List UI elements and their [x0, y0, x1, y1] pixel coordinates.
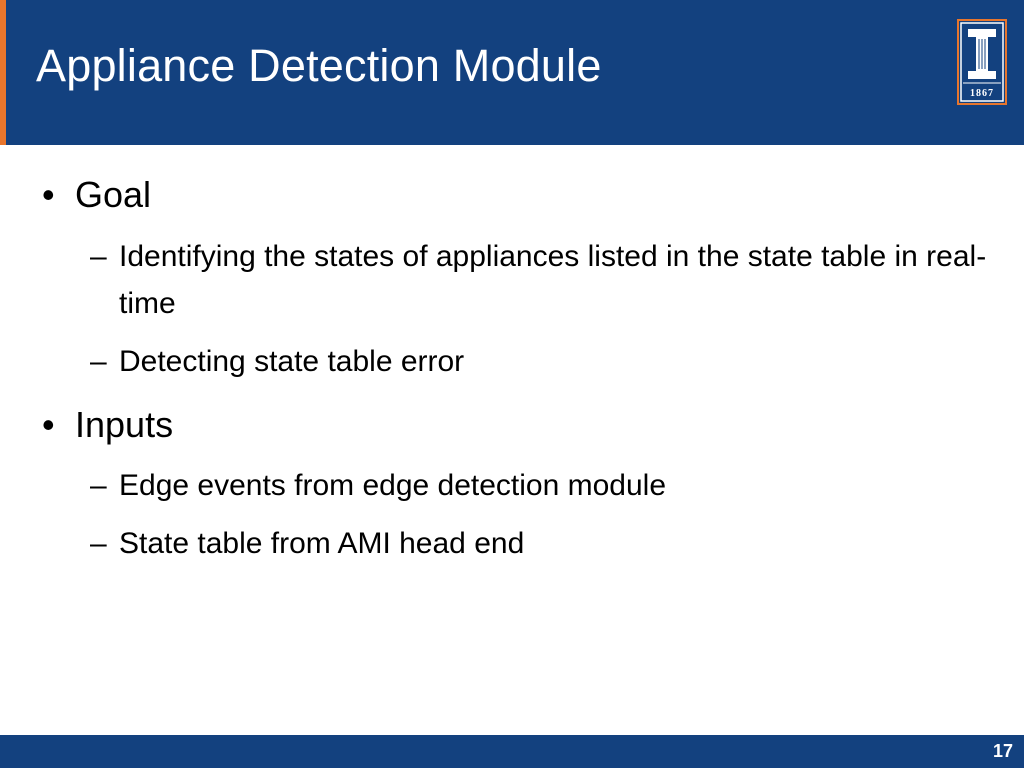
footer-bar: 17	[0, 735, 1024, 768]
bullet-marker: •	[42, 404, 55, 445]
sub-bullet-text: Identifying the states of appliances lis…	[119, 240, 987, 320]
dash-marker: –	[90, 240, 107, 273]
slide-title: Appliance Detection Module	[36, 40, 602, 91]
bullet-marker: •	[42, 174, 55, 215]
sub-bullet-text: State table from AMI head end	[119, 527, 525, 560]
sub-bullet-text: Detecting state table error	[119, 345, 465, 378]
university-logo-icon: 1867	[957, 19, 1007, 105]
dash-marker: –	[90, 345, 107, 378]
title-bar: Appliance Detection Module 1867	[0, 0, 1024, 145]
sub-bullet-text: Edge events from edge detection module	[119, 469, 667, 502]
logo-year-text: 1867	[970, 88, 994, 99]
bullet-heading: Inputs	[75, 404, 174, 445]
dash-marker: –	[90, 469, 107, 502]
bullet-heading: Goal	[75, 174, 152, 215]
dash-marker: –	[90, 527, 107, 560]
page-number: 17	[992, 741, 1013, 761]
orange-accent-stripe	[0, 0, 6, 145]
